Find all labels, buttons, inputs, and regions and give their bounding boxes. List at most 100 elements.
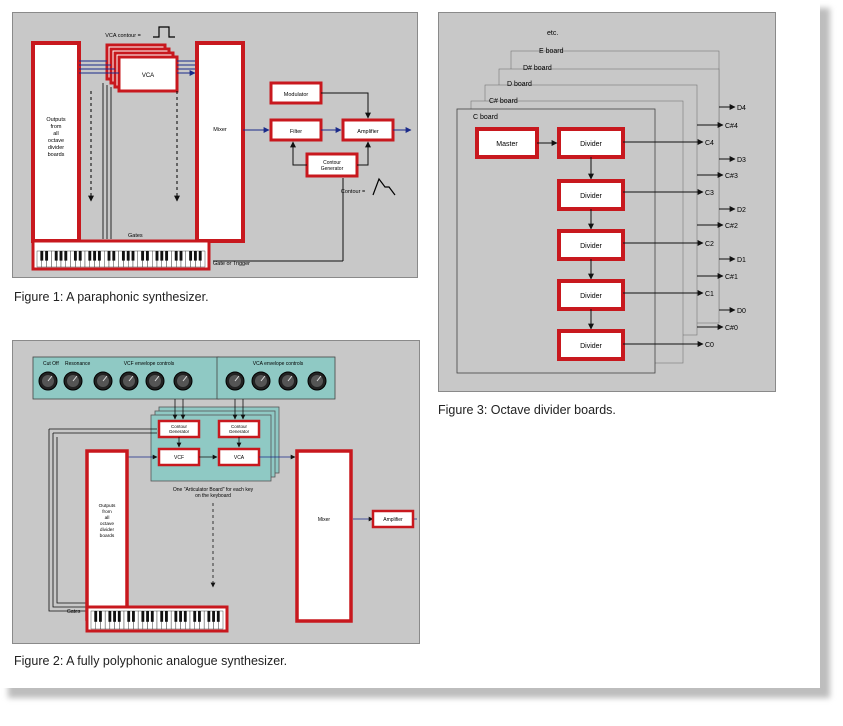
mixer-label: Mixer <box>213 127 227 133</box>
knob-pointer <box>102 375 108 382</box>
vca-knobs <box>225 371 327 391</box>
resonance-label: Resonance <box>65 361 91 367</box>
black-key <box>160 251 164 261</box>
amplifier-label-2: Amplifier <box>383 517 403 523</box>
mixer-block <box>195 41 245 243</box>
black-key <box>54 251 58 261</box>
vcf-knobs <box>38 371 193 391</box>
black-key <box>132 611 135 622</box>
black-key <box>193 611 197 622</box>
figure-2-caption: Figure 2: A fully polyphonic analogue sy… <box>14 654 288 668</box>
black-key <box>165 611 168 622</box>
knob-pointer <box>47 375 53 382</box>
black-key <box>97 251 101 261</box>
gates-label: Gates <box>128 233 143 239</box>
knob-pointer <box>316 375 322 382</box>
black-key <box>145 251 149 261</box>
figure-2-diagram: Cut Off Resonance VCF envelope controls … <box>12 340 420 644</box>
divider-label: Divider <box>580 193 602 200</box>
output-label: C4 <box>705 140 714 147</box>
output-label: C#1 <box>725 274 738 281</box>
vca-block <box>117 55 179 93</box>
board-etc-label: etc. <box>547 30 558 37</box>
divider-label: Divider <box>580 293 602 300</box>
black-key <box>64 251 68 261</box>
output-label: C1 <box>705 291 714 298</box>
divider-label: Divider <box>580 141 602 148</box>
vca-label: VCA <box>142 73 154 79</box>
vcf-envelope-label: VCF envelope controls <box>124 361 175 367</box>
output-label: D2 <box>737 207 746 214</box>
board-e-label: E board <box>539 48 564 55</box>
black-key <box>155 251 159 261</box>
signal-lines-1 <box>79 60 196 76</box>
black-key <box>174 611 178 622</box>
vca-contour-gate-icon <box>153 26 175 38</box>
contour-label: Contour = <box>341 189 365 195</box>
divider-block <box>557 127 625 159</box>
modulator-label: Modulator <box>284 92 309 98</box>
black-key <box>198 251 202 261</box>
output-label: D0 <box>737 308 746 315</box>
gates-label-2: Gates <box>67 609 81 615</box>
black-key <box>141 611 145 622</box>
keyboard-keys-2 <box>90 610 224 630</box>
black-key <box>88 251 92 261</box>
figure-1-caption: Figure 1: A paraphonic synthesizer. <box>14 290 209 304</box>
cut-off-label: Cut Off <box>43 361 59 367</box>
black-key <box>141 251 145 261</box>
black-key <box>73 251 77 261</box>
knob-pointer <box>72 375 78 382</box>
black-key <box>150 611 154 622</box>
figure-3-svg: etc. E board D# board D board C# board C… <box>456 30 746 374</box>
black-key <box>127 611 131 622</box>
black-key <box>59 251 63 261</box>
output-label: C#4 <box>725 123 738 130</box>
black-key <box>179 251 183 261</box>
master-label: Master <box>496 141 518 148</box>
keyboard-keys <box>36 250 206 268</box>
black-key <box>78 251 82 261</box>
knob-pointer <box>287 375 293 382</box>
black-key <box>165 251 169 261</box>
vca-envelope-label: VCA envelope controls <box>253 361 304 367</box>
board-d-label: D board <box>507 81 532 88</box>
black-key <box>112 251 116 261</box>
black-key <box>121 251 125 261</box>
divider-label: Divider <box>580 243 602 250</box>
black-key <box>183 611 187 622</box>
gate-or-trigger-label: Gate or Trigger <box>213 261 250 267</box>
mixer-label-2: Mixer <box>318 517 331 523</box>
contour-envelope-icon <box>372 177 396 196</box>
black-key <box>107 251 111 261</box>
divider-label: Divider <box>580 343 602 350</box>
amplifier-label: Amplifier <box>357 129 379 135</box>
output-label: C2 <box>705 241 714 248</box>
knob-pointer <box>234 375 240 382</box>
black-key <box>174 251 178 261</box>
black-key <box>146 611 149 622</box>
output-label: C#2 <box>725 223 738 230</box>
black-key <box>108 611 112 622</box>
black-key <box>94 611 98 622</box>
output-label: C#0 <box>725 325 738 332</box>
black-key <box>126 251 130 261</box>
black-key <box>99 611 102 622</box>
black-key <box>160 611 164 622</box>
black-key <box>117 611 121 622</box>
board-c-sharp-label: C# board <box>489 98 518 105</box>
black-key <box>40 251 44 261</box>
black-key <box>216 611 220 622</box>
output-label: C0 <box>705 342 714 349</box>
filter-label: Filter <box>290 129 302 135</box>
black-key <box>212 611 215 622</box>
